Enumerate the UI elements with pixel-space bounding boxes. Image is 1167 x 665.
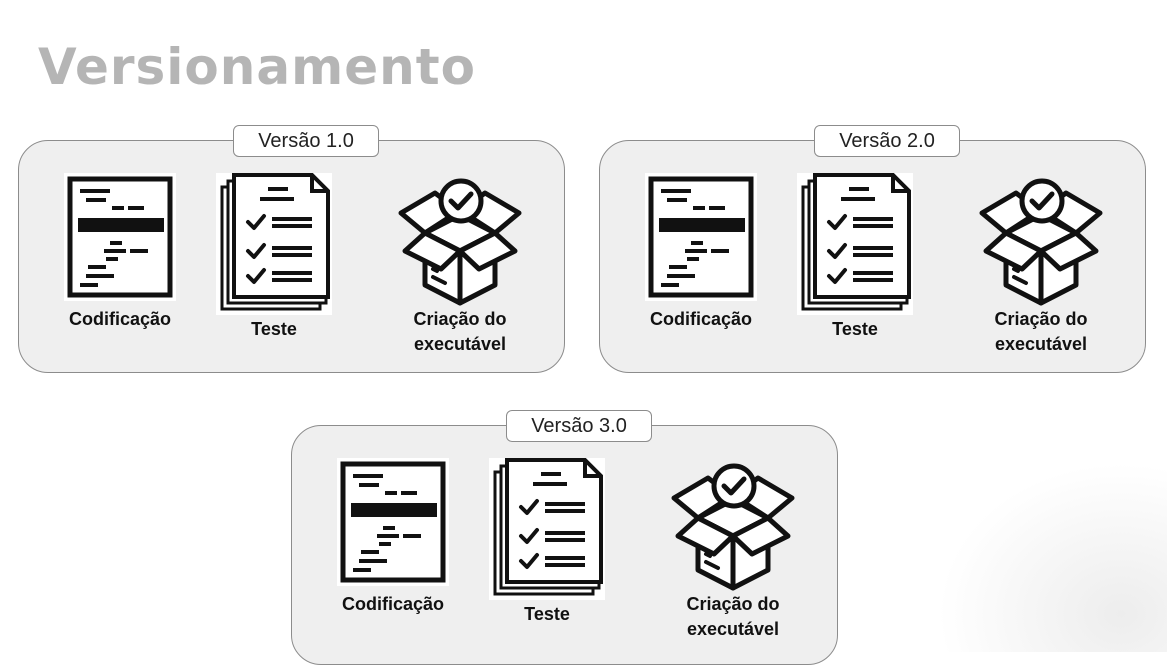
- checklist-icon: [489, 458, 605, 600]
- step-codificacao: Codificação: [318, 458, 468, 617]
- step-criacao-executavel: Criação do executável: [385, 177, 535, 357]
- step-label-line1: Criação do: [686, 594, 780, 614]
- version-group-1: Versão 1.0 Codificação: [18, 125, 565, 373]
- step-label-line1: Criação do: [413, 309, 507, 329]
- checklist-icon: [797, 173, 913, 315]
- version-label: Versão 1.0: [233, 125, 379, 157]
- step-label-line2: executável: [413, 334, 507, 354]
- step-label: Codificação: [649, 309, 753, 329]
- open-box-check-icon: [671, 463, 795, 591]
- step-codificacao: Codificação: [626, 173, 776, 332]
- code-document-icon: [337, 458, 449, 586]
- code-document-icon: [645, 173, 757, 301]
- step-label-line2: executável: [686, 619, 780, 639]
- version-label: Versão 2.0: [814, 125, 960, 157]
- step-label: Teste: [524, 604, 570, 624]
- watermark-decoration: [937, 462, 1167, 652]
- step-label: Teste: [251, 319, 297, 339]
- step-label: Teste: [832, 319, 878, 339]
- version-group-3: Versão 3.0 Codificação: [291, 410, 838, 665]
- step-label-line1: Criação do: [994, 309, 1088, 329]
- version-label: Versão 3.0: [506, 410, 652, 442]
- version-group-2: Versão 2.0 Codificação: [599, 125, 1146, 373]
- step-teste: Teste: [199, 173, 349, 342]
- step-teste: Teste: [472, 458, 622, 627]
- step-criacao-executavel: Criação do executável: [658, 462, 808, 642]
- open-box-check-icon: [398, 178, 522, 306]
- step-label: Codificação: [341, 594, 445, 614]
- step-codificacao: Codificação: [45, 173, 195, 332]
- step-teste: Teste: [780, 173, 930, 342]
- step-criacao-executavel: Criação do executável: [966, 177, 1116, 357]
- step-label: Codificação: [68, 309, 172, 329]
- step-label-line2: executável: [994, 334, 1088, 354]
- checklist-icon: [216, 173, 332, 315]
- page-title: Versionamento: [38, 38, 476, 96]
- code-document-icon: [64, 173, 176, 301]
- open-box-check-icon: [979, 178, 1103, 306]
